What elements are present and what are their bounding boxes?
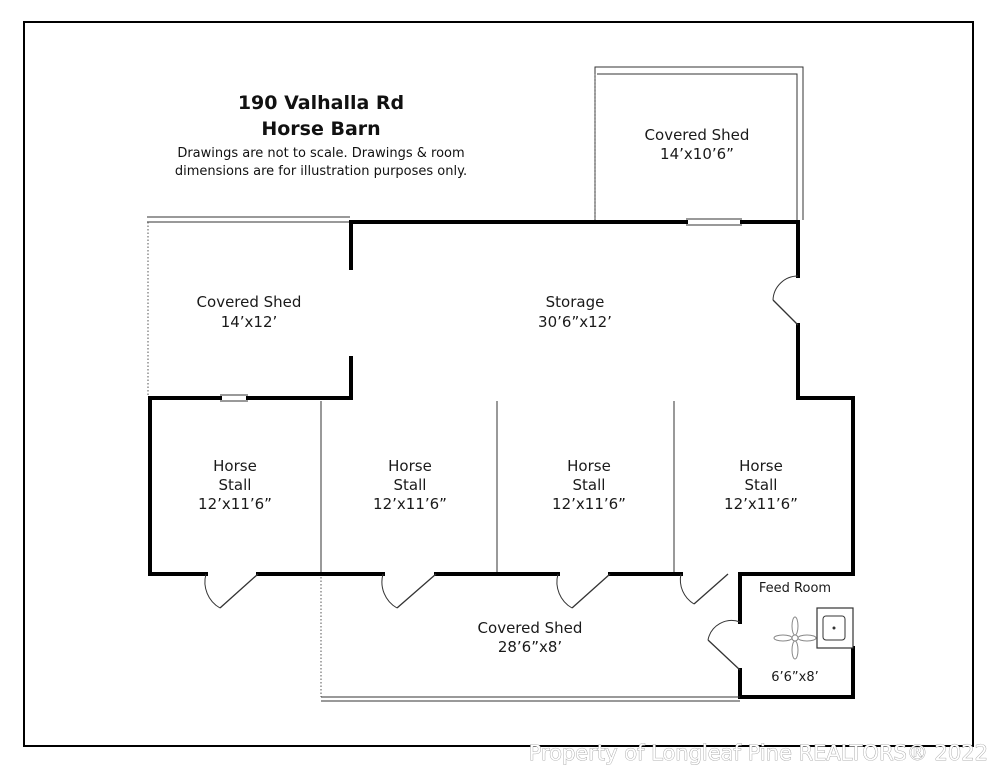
room-name-shed-top: Covered Shed — [645, 126, 750, 144]
room-dims-stall-4: 12’x11’6” — [724, 495, 798, 513]
door-swing-icon — [204, 573, 259, 609]
room-name-stall-3-line1: Horse — [567, 457, 611, 475]
room-name-storage: Storage — [546, 293, 605, 311]
plan-address: 190 Valhalla Rd — [238, 92, 404, 114]
room-name-stall-4-line2: Stall — [745, 476, 778, 494]
door-swing-icon — [381, 573, 437, 609]
room-name-stall-1-line2: Stall — [219, 476, 252, 494]
covered-shed-top-outline — [594, 66, 804, 220]
room-name-shed-left: Covered Shed — [197, 293, 302, 311]
room-name-stall-3-line2: Stall — [573, 476, 606, 494]
page-frame — [23, 21, 974, 747]
room-dims-shed-bottom: 28’6”x8’ — [498, 638, 562, 656]
door-swing-icon — [679, 573, 729, 605]
sink-icon — [816, 607, 854, 649]
room-name-stall-1-line1: Horse — [213, 457, 257, 475]
covered-shed-bottom-outline — [320, 577, 740, 702]
room-dims-stall-1: 12’x11’6” — [198, 495, 272, 513]
room-name-stall-2-line2: Stall — [394, 476, 427, 494]
watermark-text: Property of Longleaf Pine REALTORS® 2022 — [529, 741, 988, 765]
ceiling-fan-icon — [773, 616, 817, 660]
plan-note-line1: Drawings are not to scale. Drawings & ro… — [177, 146, 464, 161]
room-dims-storage: 30’6”x12’ — [538, 313, 612, 331]
plan-note-line2: dimensions are for illustration purposes… — [175, 164, 467, 179]
room-dims-feed-room: 6’6”x8’ — [771, 670, 819, 685]
room-dims-shed-left: 14’x12’ — [221, 313, 278, 331]
room-name-stall-2-line1: Horse — [388, 457, 432, 475]
room-dims-shed-top: 14’x10’6” — [660, 145, 734, 163]
plan-building: Horse Barn — [261, 118, 380, 140]
room-dims-stall-3: 12’x11’6” — [552, 495, 626, 513]
room-name-stall-4-line1: Horse — [739, 457, 783, 475]
room-name-shed-bottom: Covered Shed — [478, 619, 583, 637]
stall-block-walls — [148, 394, 855, 699]
feed-room-walls — [738, 572, 855, 699]
room-name-feed-room: Feed Room — [759, 581, 831, 596]
door-swing-icon — [772, 275, 799, 326]
door-swing-icon — [556, 573, 611, 609]
door-swing-icon — [707, 619, 741, 671]
covered-shed-left-outline — [147, 216, 350, 397]
storage-walls — [349, 218, 800, 399]
room-dims-stall-2: 12’x11’6” — [373, 495, 447, 513]
